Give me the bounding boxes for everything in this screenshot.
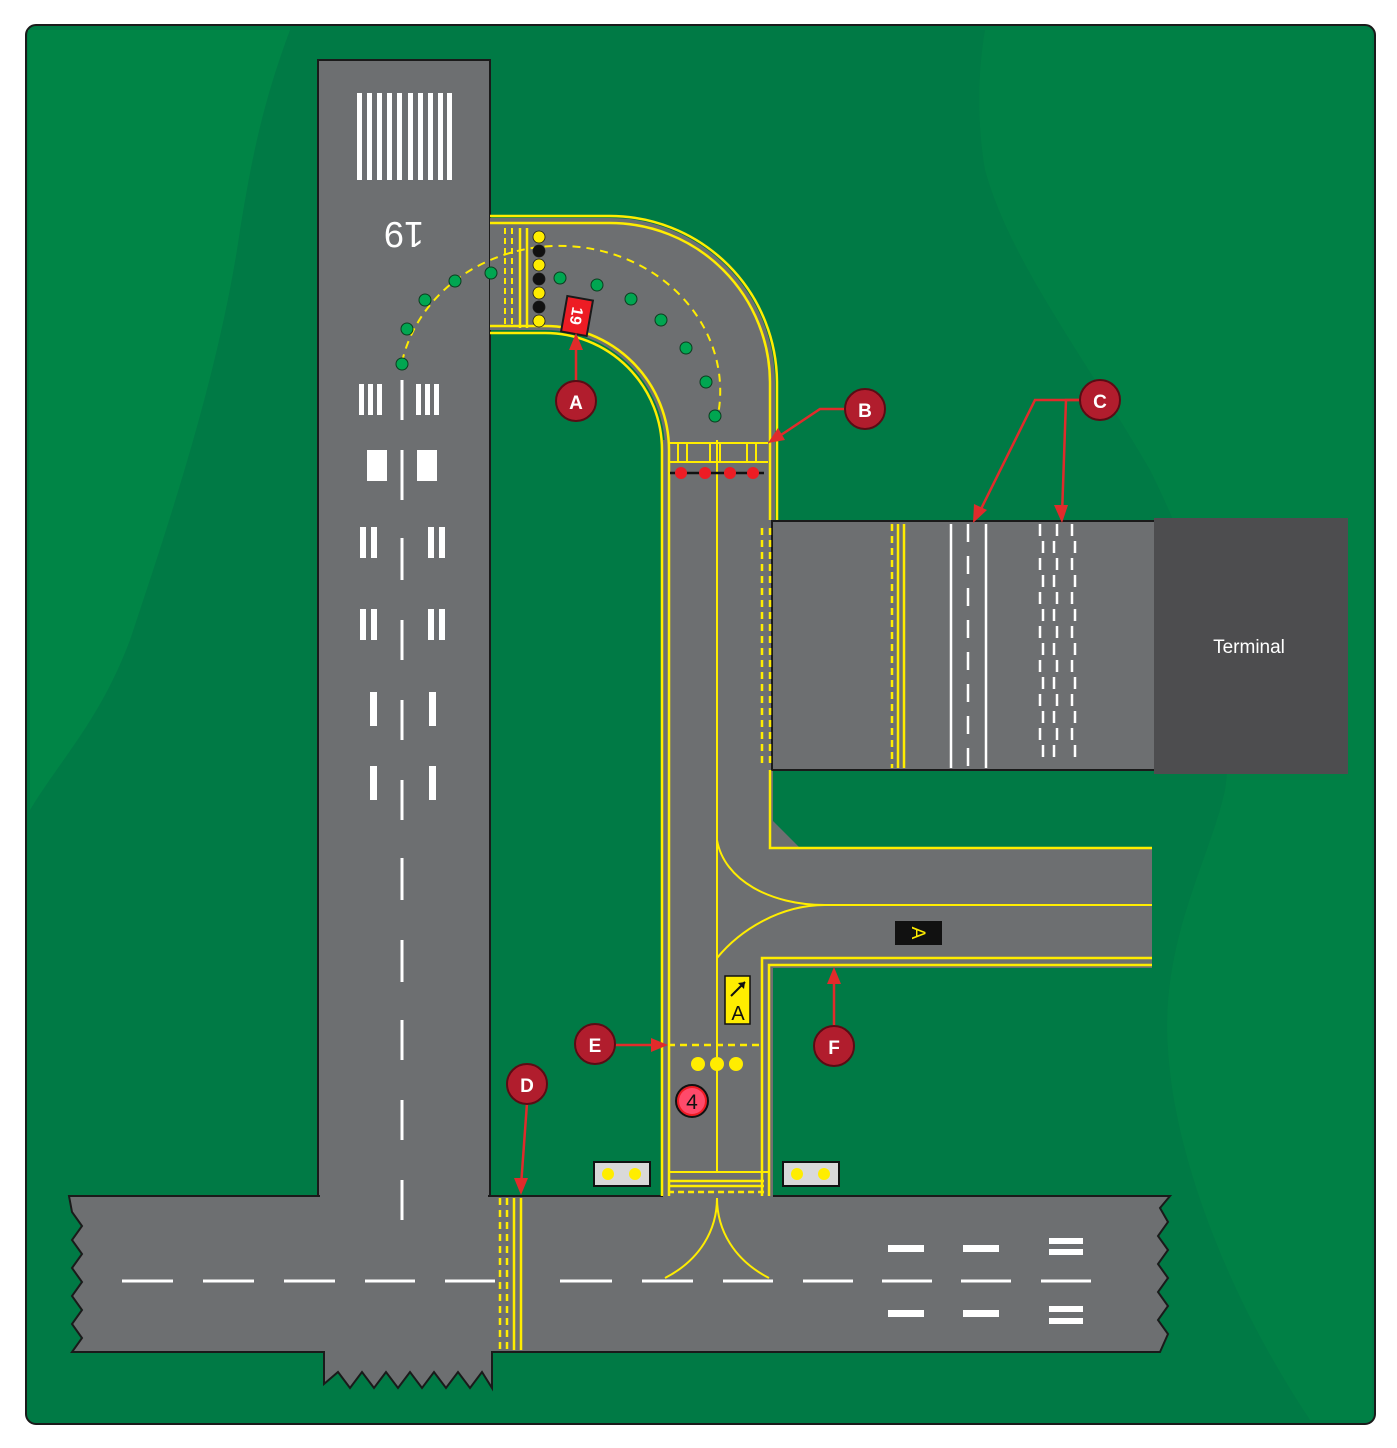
vehicle-roadway-zipper xyxy=(1038,524,1077,757)
runway-sign-19-label: 19 xyxy=(566,306,586,327)
taxiway-edge-markings xyxy=(490,214,1152,1196)
geographic-position-label: 4 xyxy=(686,1091,698,1114)
centerline-lights-green xyxy=(395,266,722,423)
callout-c-label: C xyxy=(1093,392,1107,413)
runway-hold-bars-vertical xyxy=(498,1198,523,1350)
callout-e-label: E xyxy=(589,1036,602,1057)
grass-shade-left xyxy=(28,30,290,810)
runway-holding-position-bottom xyxy=(668,1179,764,1194)
intermediate-hold-lights xyxy=(691,1057,743,1071)
vehicle-roadway-solid xyxy=(949,524,988,768)
callout-d-label: D xyxy=(520,1076,534,1097)
ils-hold-marking xyxy=(668,442,768,463)
terminal-building xyxy=(1154,518,1348,774)
apron xyxy=(771,520,1157,771)
callout-arrowheads xyxy=(514,333,1068,1195)
taxiway-a-fillet xyxy=(772,820,800,848)
callout-d: D xyxy=(506,1063,548,1105)
grass-shade-right xyxy=(979,30,1372,1420)
runway-touchdown-markings xyxy=(359,384,445,800)
runway-touchdown-horizontal xyxy=(888,1238,1083,1324)
direction-sign-a-label: A xyxy=(731,1003,745,1025)
callout-a-label: A xyxy=(569,393,583,414)
callout-c: C xyxy=(1079,379,1121,421)
apron-boundary-marking xyxy=(890,524,906,768)
taxiway-location-sign-a-label: A xyxy=(907,927,928,940)
runway-guard-light-right xyxy=(782,1161,840,1187)
callout-f: F xyxy=(813,1025,855,1067)
taxiway-a-horizontal xyxy=(772,848,1152,968)
runway-sign-19: 19 xyxy=(559,294,595,338)
runway-holding-position-top xyxy=(504,228,529,328)
taxiway-location-sign-a: A xyxy=(895,921,942,945)
taxiway-centerlines xyxy=(664,440,1152,1279)
runway-horizontal xyxy=(67,1195,1173,1392)
direction-sign-a: A xyxy=(724,975,751,1025)
terminal-label: Terminal xyxy=(1213,637,1285,658)
taxiway-centerline-dashed-curve xyxy=(401,244,722,421)
runway-guard-lights-inpavement xyxy=(532,230,546,328)
runway-threshold-marking xyxy=(357,93,452,180)
callout-b: B xyxy=(844,388,886,430)
runway-junction-fill xyxy=(320,1190,488,1204)
callout-f-label: F xyxy=(828,1038,840,1059)
geographic-position-marking: 4 xyxy=(675,1084,709,1118)
apron-edge-dashed xyxy=(760,528,772,764)
stop-bar-lights xyxy=(675,467,759,479)
runway-guard-light-left xyxy=(593,1161,651,1187)
callout-b-label: B xyxy=(858,401,872,422)
callout-a: A xyxy=(555,380,597,422)
callout-e: E xyxy=(574,1023,616,1065)
runway-designation: 19 xyxy=(384,214,424,255)
